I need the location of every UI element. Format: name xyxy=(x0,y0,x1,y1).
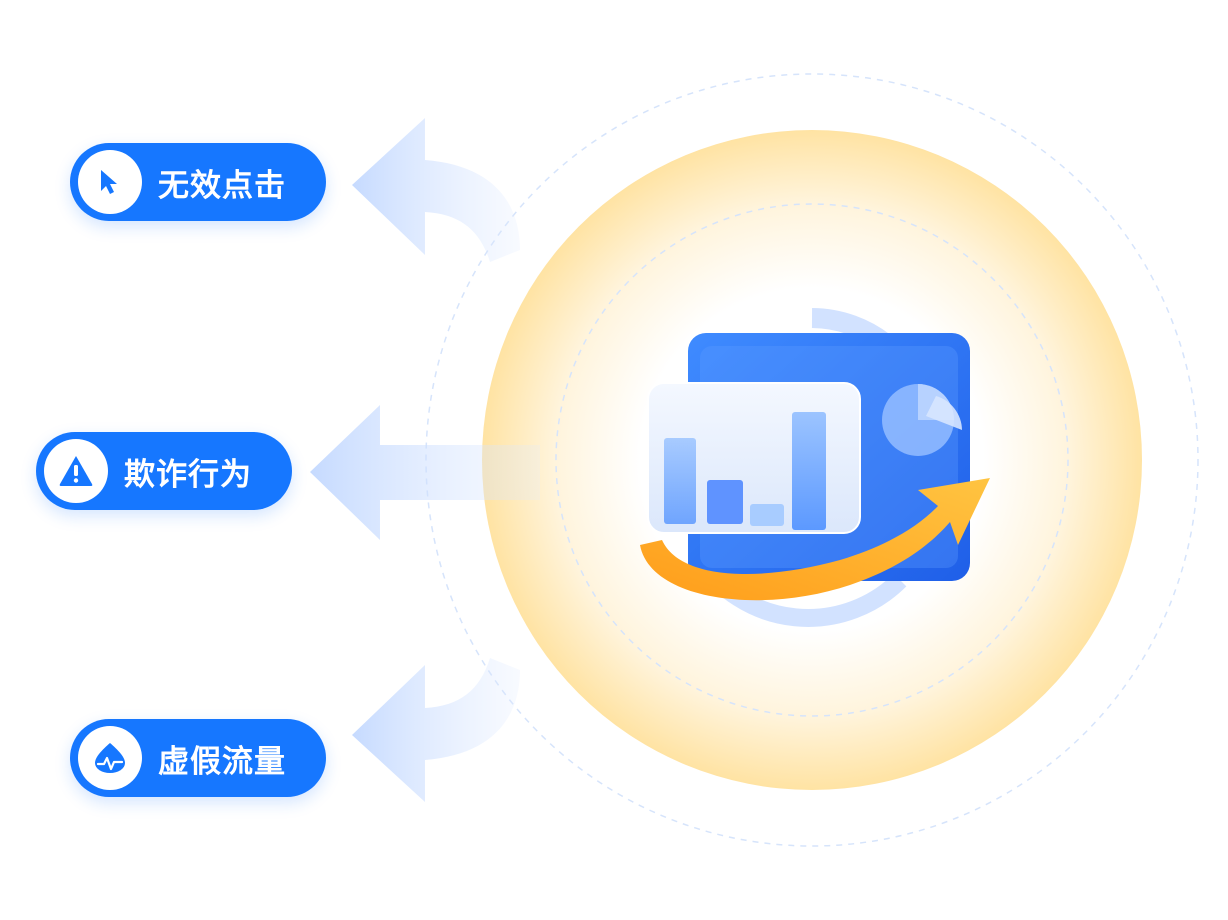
pill-invalid-clicks[interactable]: 无效点击 xyxy=(70,143,326,221)
warning-icon xyxy=(59,456,93,486)
traffic-icon xyxy=(95,743,125,773)
pill-fraud-behavior[interactable]: 欺诈行为 xyxy=(36,432,292,510)
cursor-icon xyxy=(101,170,117,194)
cursor-badge xyxy=(78,150,142,214)
warning-badge xyxy=(44,439,108,503)
bar-chart xyxy=(664,412,826,530)
invalid-clicks-label: 无效点击 xyxy=(158,167,286,204)
bar-2 xyxy=(707,480,743,524)
bar-1 xyxy=(664,438,696,524)
arrow-middle xyxy=(310,405,540,540)
arrow-top xyxy=(352,118,520,262)
traffic-badge xyxy=(78,726,142,790)
fake-traffic-label: 虚假流量 xyxy=(158,743,286,780)
inner-dashed-ring xyxy=(555,203,1069,717)
bar-4 xyxy=(792,412,826,530)
analytics-illustration xyxy=(640,308,990,627)
bar-3 xyxy=(750,504,784,526)
fraud-behavior-label: 欺诈行为 xyxy=(124,456,252,493)
pie-chart xyxy=(882,384,962,456)
pill-fake-traffic[interactable]: 虚假流量 xyxy=(70,719,326,797)
growth-arrow xyxy=(640,478,990,601)
arrow-bottom xyxy=(352,658,520,802)
